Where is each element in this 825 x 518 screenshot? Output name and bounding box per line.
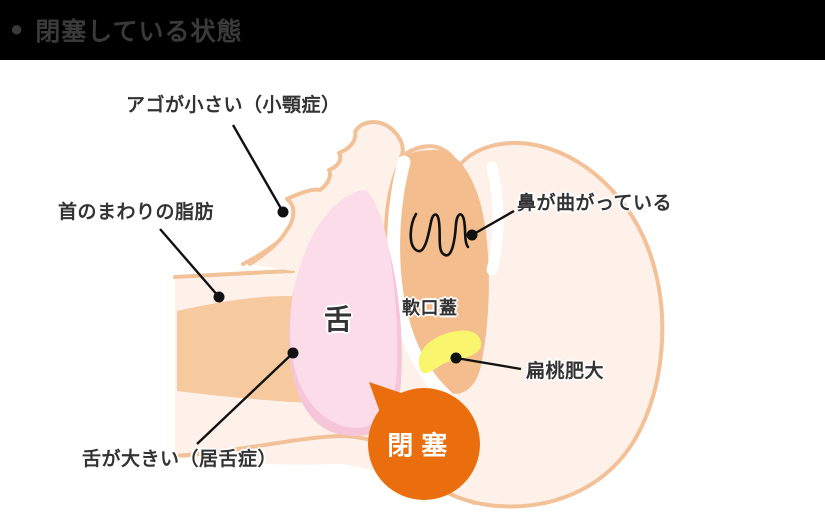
bullet-icon: ● <box>10 16 24 41</box>
label-crooked-nose: 鼻が曲がっている <box>517 193 673 214</box>
leader-line-large-tongue <box>196 352 294 445</box>
label-large-tongue: 舌が大きい（居舌症） <box>82 449 278 470</box>
leader-line-crooked-nose <box>471 209 515 237</box>
leader-dot-small-jaw <box>277 206 289 218</box>
leader-dot-tonsil <box>450 352 462 364</box>
label-obstruction: 閉塞 <box>387 430 456 461</box>
obstruction-balloon <box>368 388 480 500</box>
label-small-jaw: アゴが小さい（小顎症） <box>126 95 341 116</box>
diagram-stage: アゴが小さい（小顎症） 首のまわりの脂肪 鼻が曲がっている 軟口蓋 舌 扁桃肥大… <box>0 60 825 518</box>
crooked-nasal-squiggle-icon <box>409 212 470 257</box>
page-title: 閉塞している状態 <box>35 18 243 46</box>
tonsil-shape <box>418 330 482 374</box>
head-outline <box>248 119 665 509</box>
label-tongue: 舌 <box>324 304 353 335</box>
leader-line-small-jaw <box>231 124 285 213</box>
title-bar: ● 閉塞している状態 <box>0 0 825 60</box>
leader-dot-large-tongue <box>287 347 299 359</box>
neck-top-outline <box>173 269 295 279</box>
leader-dots <box>213 206 478 364</box>
leader-dot-crooked-nose <box>466 229 478 241</box>
tongue-shape <box>290 190 398 428</box>
leader-dot-neck-fat <box>213 291 225 303</box>
leader-line-tonsil <box>455 356 522 371</box>
leader-line-neck-fat <box>159 228 220 298</box>
airway-gap-front <box>387 155 454 404</box>
label-tonsil: 扁桃肥大 <box>526 361 605 382</box>
label-soft-palate: 軟口蓋 <box>402 298 458 318</box>
leader-lines <box>159 124 522 445</box>
airway-gap-upper <box>486 161 504 276</box>
anatomy-illustration <box>159 119 665 509</box>
label-neck-fat: 首のまわりの脂肪 <box>58 202 215 223</box>
